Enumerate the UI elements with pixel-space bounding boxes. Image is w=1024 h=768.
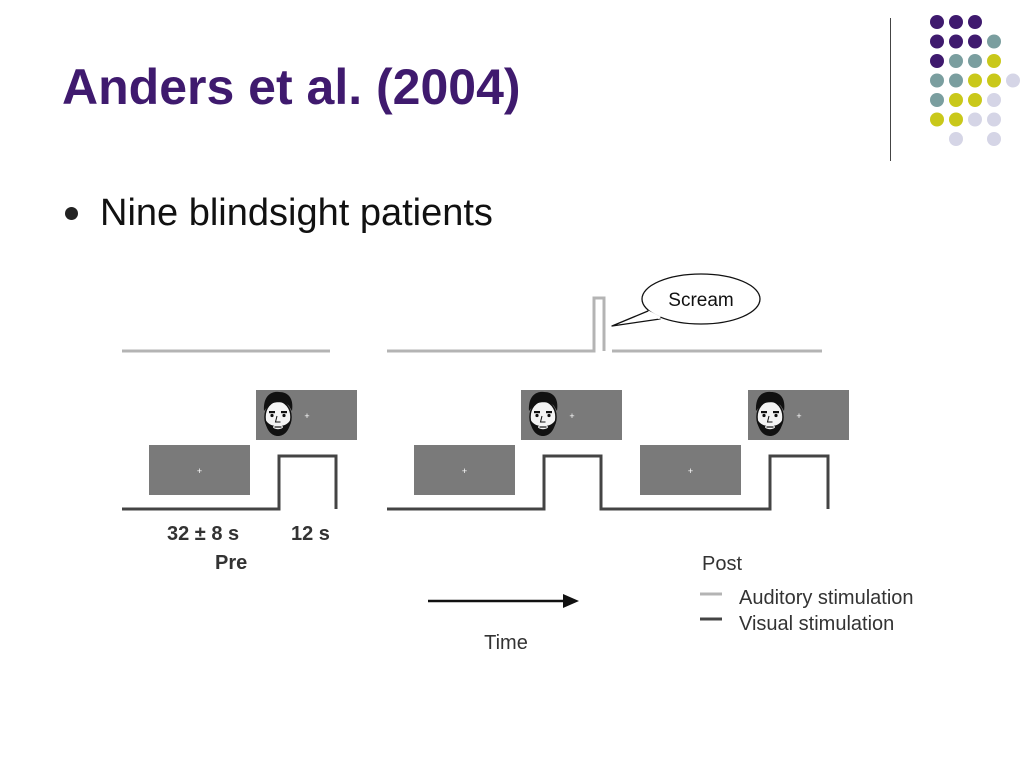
fixation-cross-icon: + [462, 466, 467, 476]
decorative-dot [930, 93, 944, 107]
scream-callout: Scream [611, 273, 761, 327]
decorative-dot [930, 34, 944, 49]
decorative-dot [949, 132, 963, 146]
decorative-dot [949, 112, 963, 127]
decorative-dot-grid [930, 15, 1020, 146]
bullet-icon [65, 207, 78, 220]
decorative-dot [968, 73, 982, 88]
decorative-dot [987, 34, 1001, 49]
baseline-screen: + [149, 445, 250, 495]
slide-title: Anders et al. (2004) [62, 59, 521, 115]
decorative-dot [949, 15, 963, 29]
face-screen: + [748, 390, 849, 440]
scream-label: Scream [668, 290, 733, 311]
decorative-dot [949, 73, 963, 88]
fixation-cross-icon: + [197, 466, 202, 476]
decorative-divider-line [890, 18, 891, 161]
decorative-dot [930, 15, 944, 29]
pre-interval-label: 32 ± 8 s [167, 523, 239, 545]
pre-phase-label: Pre [215, 552, 247, 574]
face-screen: + [521, 390, 622, 440]
decorative-dot [1006, 73, 1020, 88]
baseline-screen: + [414, 445, 515, 495]
decorative-dot [930, 54, 944, 68]
post-phase-label: Post [702, 553, 742, 575]
fixation-cross-icon: + [796, 411, 801, 421]
stimulus-duration-label: 12 s [291, 523, 330, 545]
decorative-dot [968, 93, 982, 107]
decorative-dot [987, 93, 1001, 107]
decorative-dot [987, 73, 1001, 88]
bullet-text: Nine blindsight patients [100, 192, 493, 234]
legend: Auditory stimulation Visual stimulation [700, 587, 914, 635]
face-icon [755, 391, 786, 437]
decorative-dot [987, 132, 1001, 146]
decorative-dot [930, 73, 944, 88]
visual-timeline [122, 454, 830, 511]
decorative-dot [968, 54, 982, 68]
decorative-dot [949, 93, 963, 107]
decorative-dot [987, 54, 1001, 68]
decorative-dot [968, 112, 982, 127]
decorative-dot [987, 112, 1001, 127]
baseline-screen: + [640, 445, 741, 495]
fixation-cross-icon: + [304, 411, 309, 421]
face-icon [263, 391, 294, 437]
arrow-right-icon [428, 594, 579, 608]
auditory-timeline [122, 296, 822, 353]
decorative-dot [949, 54, 963, 68]
face-icon [528, 391, 559, 437]
face-screen: + [256, 390, 357, 440]
legend-label-auditory: Auditory stimulation [739, 587, 914, 609]
time-axis-label: Time [484, 632, 528, 654]
fixation-cross-icon: + [569, 411, 574, 421]
legend-label-visual: Visual stimulation [739, 613, 894, 635]
bullet-item: Nine blindsight patients [62, 192, 493, 235]
fixation-cross-icon: + [688, 466, 693, 476]
decorative-dot [968, 34, 982, 49]
decorative-dot [930, 112, 944, 127]
decorative-dot [949, 34, 963, 49]
decorative-dot [968, 15, 982, 29]
